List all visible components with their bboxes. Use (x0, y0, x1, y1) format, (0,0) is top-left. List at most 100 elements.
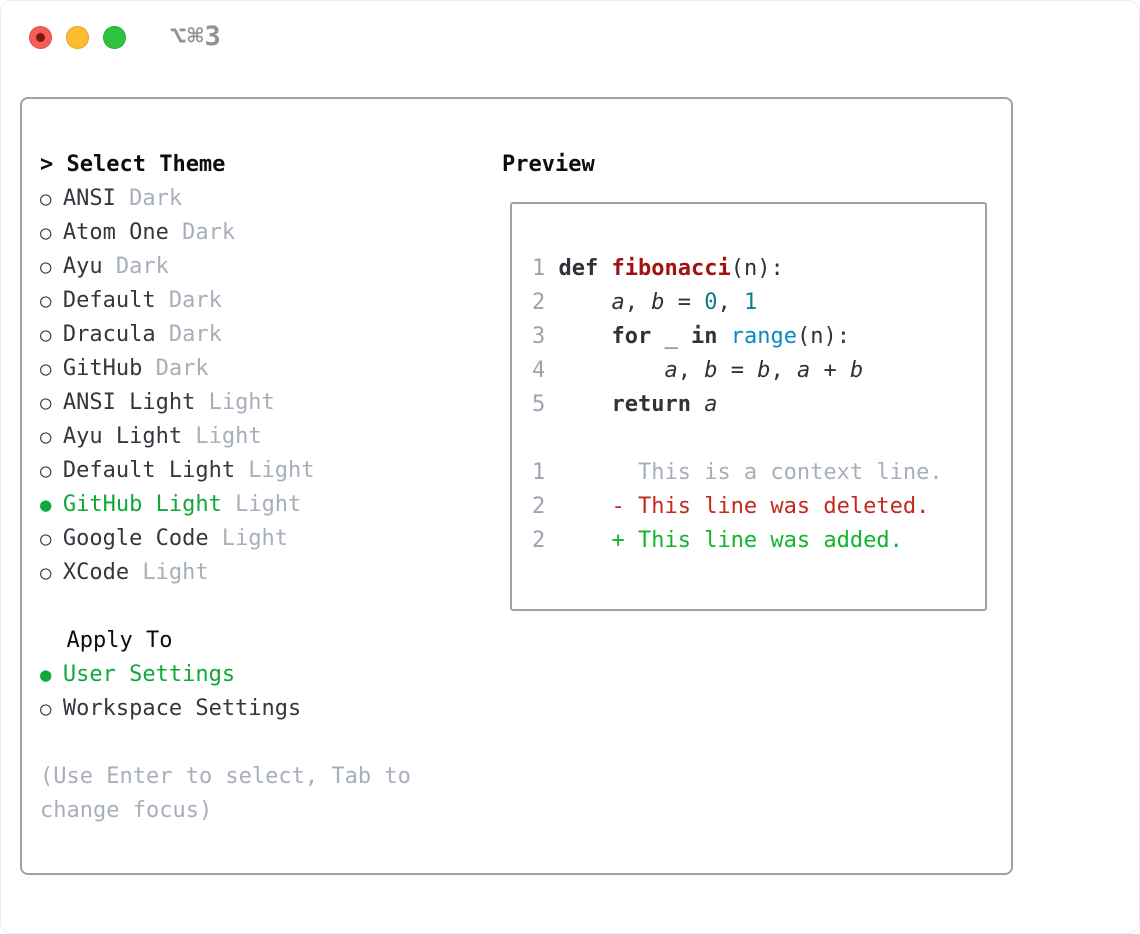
line-number: 1 (532, 460, 559, 485)
theme-option[interactable]: ○ Default Dark (40, 284, 411, 318)
code-token-code: = (717, 358, 758, 383)
code-token-var: b (849, 358, 864, 383)
apply-to-list: ● User Settings ○Workspace Settings (40, 658, 411, 726)
option-label: Atom One (62, 220, 169, 245)
help-text-line: (Use Enter to select, Tab to (40, 764, 411, 789)
code-token-add: + This line was added. (558, 528, 903, 553)
code-token-code: , (770, 358, 797, 383)
line-number: 5 (532, 392, 559, 417)
line-number: 2 (532, 290, 559, 315)
zoom-button[interactable] (103, 26, 126, 49)
theme-option[interactable]: ○Ayu Light Light (40, 420, 411, 454)
option-variant-label: Light (195, 390, 275, 415)
radio-unselected-icon: ○ (40, 222, 52, 244)
theme-option[interactable]: ○ Atom One Dark (40, 216, 411, 250)
code-token-kw: in (690, 324, 718, 349)
code-token-kw: return (611, 392, 691, 417)
code-token-code: _ (651, 324, 691, 349)
line-number (532, 426, 559, 451)
option-label: User Settings (62, 662, 236, 687)
line-number: 1 (532, 256, 559, 281)
minimize-button[interactable] (66, 26, 89, 49)
line-number: 3 (532, 324, 559, 349)
option-label: Default Light (62, 458, 236, 483)
radio-unselected-icon: ○ (40, 562, 52, 584)
apply-to-header: Apply To (66, 628, 173, 653)
select-theme-header-label: Select Theme (66, 152, 226, 177)
option-variant-label: Light (235, 458, 315, 483)
radio-unselected-icon: ○ (40, 460, 52, 482)
option-label: Workspace Settings (62, 696, 302, 721)
option-variant-label: Dark (168, 220, 236, 245)
theme-option[interactable]: ○ ANSI Light Light (40, 386, 411, 420)
radio-unselected-icon: ○ (40, 426, 52, 448)
apply-to-option[interactable]: ● User Settings (40, 658, 411, 692)
code-line: 2 - This line was deleted. (532, 490, 985, 524)
code-token-code (559, 392, 612, 417)
code-token-code: (n): (796, 324, 850, 349)
spacer (40, 726, 411, 760)
option-variant-label: Dark (115, 186, 183, 211)
option-variant-label: Light (208, 526, 289, 551)
option-label: Default (62, 288, 156, 313)
code-token-code (717, 324, 730, 349)
theme-option[interactable]: ○ GitHub Dark (40, 352, 411, 386)
traffic-lights (29, 26, 126, 49)
theme-option[interactable]: ●GitHub Light Light (40, 488, 411, 522)
code-line: 4 a, b = b, a + b (532, 354, 985, 388)
option-variant-label: Dark (155, 322, 222, 347)
code-token-code: (n): (730, 256, 784, 281)
option-label: GitHub (62, 356, 143, 381)
option-label: Ayu Light (62, 424, 183, 449)
code-token-var: b (757, 358, 771, 383)
code-token-code (559, 290, 612, 315)
theme-option[interactable]: ○Dracula Dark (40, 318, 411, 352)
code-token-builtin: range (730, 324, 797, 349)
line-number: 4 (532, 358, 559, 383)
radio-unselected-icon: ○ (40, 392, 52, 414)
code-token-del: - This line was deleted. (558, 494, 930, 519)
code-line: 3 for _ in range(n): (532, 320, 985, 354)
code-token-code: , (677, 358, 705, 383)
code-token-kw: def (558, 256, 612, 281)
select-theme-header: >Select Theme (40, 148, 411, 182)
theme-option[interactable]: ○ Default Light Light (40, 454, 411, 488)
radio-selected-icon: ● (40, 664, 52, 686)
option-variant-label: Light (129, 560, 209, 585)
spacer (40, 590, 411, 624)
theme-option[interactable]: ○Ayu Dark (40, 250, 411, 284)
code-token-code (559, 358, 665, 383)
theme-option[interactable]: ○ANSI Dark (40, 182, 411, 216)
code-token-var: a (704, 392, 718, 417)
line-number: 2 (532, 528, 559, 553)
radio-unselected-icon: ○ (40, 528, 52, 550)
apply-to-option[interactable]: ○Workspace Settings (40, 692, 411, 726)
code-line: 1 def fibonacci(n): (532, 252, 985, 286)
theme-option[interactable]: ○XCode Light (40, 556, 411, 590)
theme-picker-panel: >Select Theme ○ANSI Dark ○ Atom One Dark ○ A… (20, 97, 1013, 875)
line-number: 2 (532, 494, 559, 519)
code-token-var: a (664, 358, 678, 383)
option-variant-label: Dark (142, 356, 209, 381)
option-label: Dracula (62, 322, 156, 347)
code-token-code (559, 324, 612, 349)
code-line: 1 This is a context line. (532, 456, 985, 490)
code-line: 2 + This line was added. (532, 524, 985, 558)
code-token-ctx: This is a context line. (558, 460, 943, 485)
unsaved-changes-dot-icon (36, 33, 45, 42)
option-label: ANSI Light (62, 390, 196, 415)
radio-unselected-icon: ○ (40, 256, 52, 278)
radio-unselected-icon: ○ (40, 290, 52, 312)
theme-selector-column: >Select Theme ○ANSI Dark ○ Atom One Dark ○ A… (40, 148, 411, 828)
option-label: Ayu (62, 254, 103, 279)
preview-header-label: Preview (502, 152, 595, 177)
option-label: GitHub Light (62, 492, 222, 517)
option-variant-label: Dark (155, 288, 222, 313)
radio-unselected-icon: ○ (40, 358, 52, 380)
theme-option[interactable]: ○Google Code Light (40, 522, 411, 556)
close-button[interactable] (29, 26, 52, 49)
code-token-var: a (796, 358, 811, 383)
